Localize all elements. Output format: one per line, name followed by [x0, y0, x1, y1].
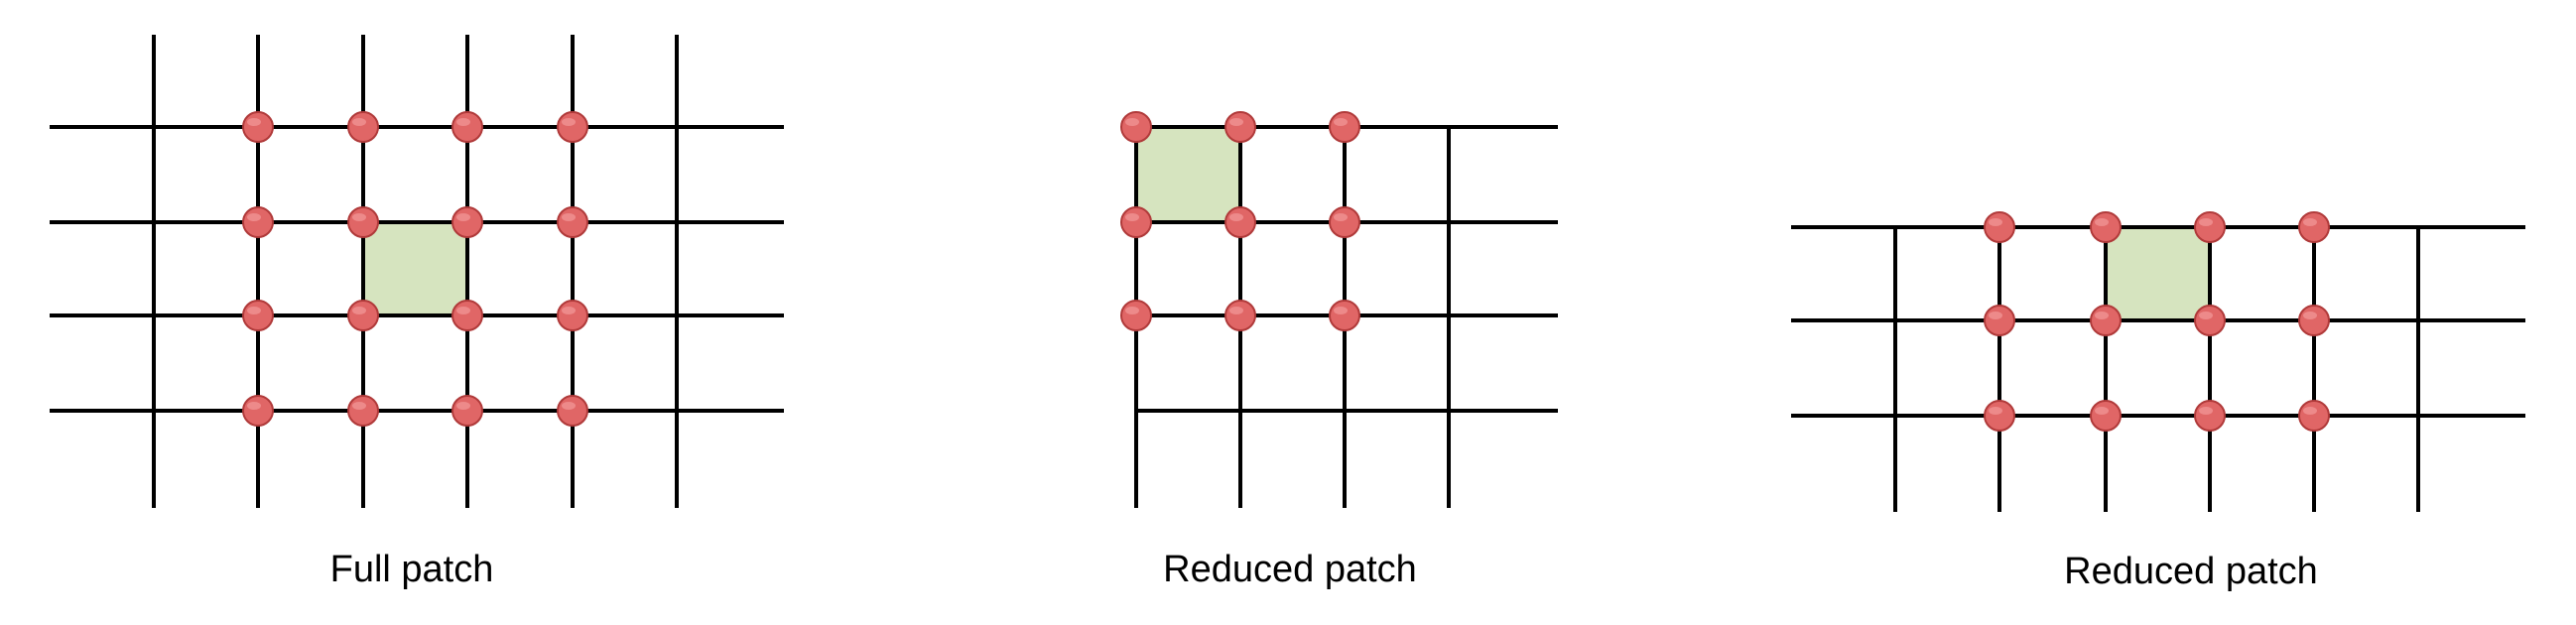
node-highlight [1989, 218, 2002, 226]
node-highlight [1125, 213, 1139, 221]
control-point-node [2298, 400, 2330, 432]
node-highlight [1229, 307, 1243, 314]
control-point-node [2090, 305, 2122, 336]
node-highlight [352, 307, 366, 314]
node-highlight [352, 402, 366, 410]
control-point-node [1224, 206, 1256, 238]
node-highlight [1334, 118, 1348, 126]
node-highlight [2303, 407, 2317, 415]
reduced-patch-caption-1: Reduced patch [1163, 549, 1417, 590]
control-point-node [1329, 300, 1360, 331]
node-highlight [1334, 213, 1348, 221]
node-highlight [1229, 213, 1243, 221]
node-highlight [247, 402, 261, 410]
control-point-node [1329, 111, 1360, 143]
control-point-node [1329, 206, 1360, 238]
control-point-node [347, 206, 379, 238]
control-point-node [2194, 400, 2226, 432]
highlighted-cell [1136, 127, 1240, 222]
control-point-node [242, 395, 274, 427]
node-highlight [1229, 118, 1243, 126]
control-point-node [347, 395, 379, 427]
node-highlight [562, 213, 576, 221]
highlighted-cell [2106, 227, 2210, 320]
node-highlight [1989, 407, 2002, 415]
control-point-node [347, 300, 379, 331]
patch-panel-2 [1791, 211, 2525, 512]
node-highlight [562, 402, 576, 410]
control-point-node [557, 206, 588, 238]
control-point-node [2090, 400, 2122, 432]
control-point-node [2298, 211, 2330, 243]
patch-panel-1 [1120, 111, 1558, 508]
node-highlight [1125, 118, 1139, 126]
node-highlight [2095, 407, 2109, 415]
node-highlight [352, 118, 366, 126]
node-highlight [456, 213, 470, 221]
control-point-node [1120, 300, 1152, 331]
control-point-node [1984, 211, 2015, 243]
node-highlight [2199, 312, 2213, 319]
patch-panel-0 [50, 35, 784, 508]
control-point-node [242, 206, 274, 238]
control-point-node [1984, 400, 2015, 432]
node-highlight [1125, 307, 1139, 314]
control-point-node [2194, 211, 2226, 243]
control-point-node [1224, 111, 1256, 143]
control-point-node [347, 111, 379, 143]
node-highlight [456, 402, 470, 410]
node-highlight [562, 307, 576, 314]
full-patch-caption: Full patch [329, 549, 494, 590]
control-point-node [451, 395, 483, 427]
node-highlight [456, 118, 470, 126]
control-point-node [1120, 111, 1152, 143]
node-highlight [2303, 218, 2317, 226]
node-highlight [2095, 312, 2109, 319]
node-highlight [456, 307, 470, 314]
control-point-node [557, 395, 588, 427]
highlighted-cell [363, 222, 467, 315]
control-point-node [242, 300, 274, 331]
node-highlight [1989, 312, 2002, 319]
node-highlight [562, 118, 576, 126]
node-highlight [247, 213, 261, 221]
node-highlight [2199, 407, 2213, 415]
control-point-node [451, 206, 483, 238]
control-point-node [1984, 305, 2015, 336]
control-point-node [557, 111, 588, 143]
control-point-node [1120, 206, 1152, 238]
control-point-node [451, 111, 483, 143]
node-highlight [352, 213, 366, 221]
node-highlight [247, 118, 261, 126]
node-highlight [2303, 312, 2317, 319]
control-point-node [2194, 305, 2226, 336]
control-point-node [2298, 305, 2330, 336]
control-point-node [2090, 211, 2122, 243]
node-highlight [1334, 307, 1348, 314]
control-point-node [1224, 300, 1256, 331]
control-point-node [242, 111, 274, 143]
reduced-patch-caption-2: Reduced patch [2064, 551, 2318, 592]
control-point-node [451, 300, 483, 331]
node-highlight [2095, 218, 2109, 226]
node-highlight [247, 307, 261, 314]
control-point-node [557, 300, 588, 331]
node-highlight [2199, 218, 2213, 226]
